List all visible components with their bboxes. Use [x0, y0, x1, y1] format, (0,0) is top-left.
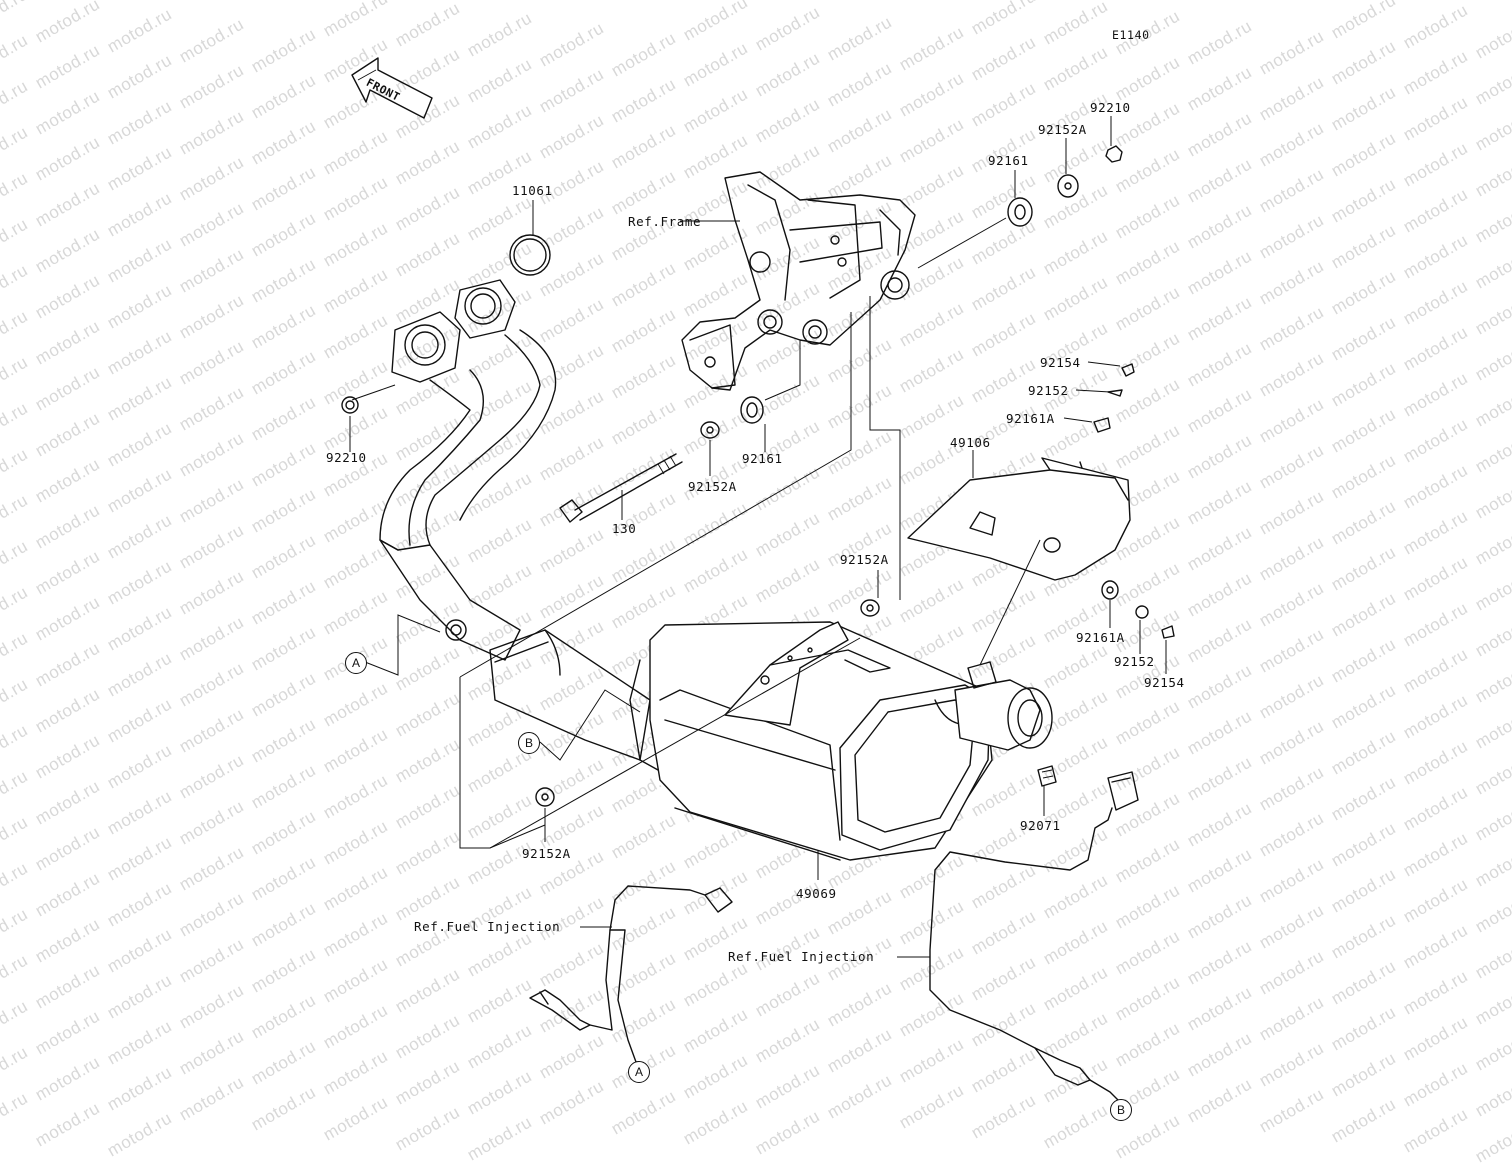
- part-92210-left[interactable]: 92210: [326, 450, 367, 465]
- part-92152a-bottom[interactable]: 92152A: [522, 846, 571, 861]
- ref-fuel-injection-left[interactable]: Ref.Fuel Injection: [414, 919, 561, 934]
- part-92152a-mid[interactable]: 92152A: [688, 479, 737, 494]
- part-92161-mid[interactable]: 92161: [742, 451, 783, 466]
- part-92161a-bottom[interactable]: 92161A: [1076, 630, 1125, 645]
- part-92152a-right[interactable]: 92152A: [840, 552, 889, 567]
- ref-frame-label[interactable]: Ref.Frame: [628, 214, 702, 229]
- oxygen-sensor-b: [929, 771, 1139, 1101]
- part-11061[interactable]: 11061: [512, 183, 553, 198]
- link-pipe: [489, 629, 651, 761]
- muffler-body: [629, 621, 1053, 861]
- part-92152-top[interactable]: 92152: [1028, 383, 1069, 398]
- diagram-code: E1140: [1112, 28, 1150, 42]
- part-92152-bottom[interactable]: 92152: [1114, 654, 1155, 669]
- ref-fuel-injection-right[interactable]: Ref.Fuel Injection: [728, 949, 875, 964]
- part-92161a-top[interactable]: 92161A: [1006, 411, 1055, 426]
- part-92071[interactable]: 92071: [1020, 818, 1061, 833]
- oxygen-sensor-a: [529, 885, 733, 1063]
- header-pipes: [379, 279, 557, 661]
- front-arrow-icon: [351, 57, 433, 119]
- frame-bracket: [681, 171, 916, 391]
- marker-a-left: A: [345, 652, 367, 674]
- part-92154-top[interactable]: 92154: [1040, 355, 1081, 370]
- part-92210-right[interactable]: 92210: [1090, 100, 1131, 115]
- part-92154-bottom[interactable]: 92154: [1144, 675, 1185, 690]
- part-92152a-top[interactable]: 92152A: [1038, 122, 1087, 137]
- part-49106[interactable]: 49106: [950, 435, 991, 450]
- reference-lines: [459, 296, 1041, 849]
- marker-b-left: B: [518, 732, 540, 754]
- bolt-130: [559, 453, 683, 523]
- marker-b-bottom: B: [1110, 1099, 1132, 1121]
- muffler-bracket: [724, 621, 891, 726]
- diagram-drawing: [341, 57, 1175, 1103]
- part-49069[interactable]: 49069: [796, 886, 837, 901]
- marker-a-bottom: A: [628, 1061, 650, 1083]
- small-parts: [341, 145, 1175, 807]
- part-130[interactable]: 130: [612, 521, 637, 536]
- heat-shield: [907, 457, 1131, 581]
- part-92161-top[interactable]: 92161: [988, 153, 1029, 168]
